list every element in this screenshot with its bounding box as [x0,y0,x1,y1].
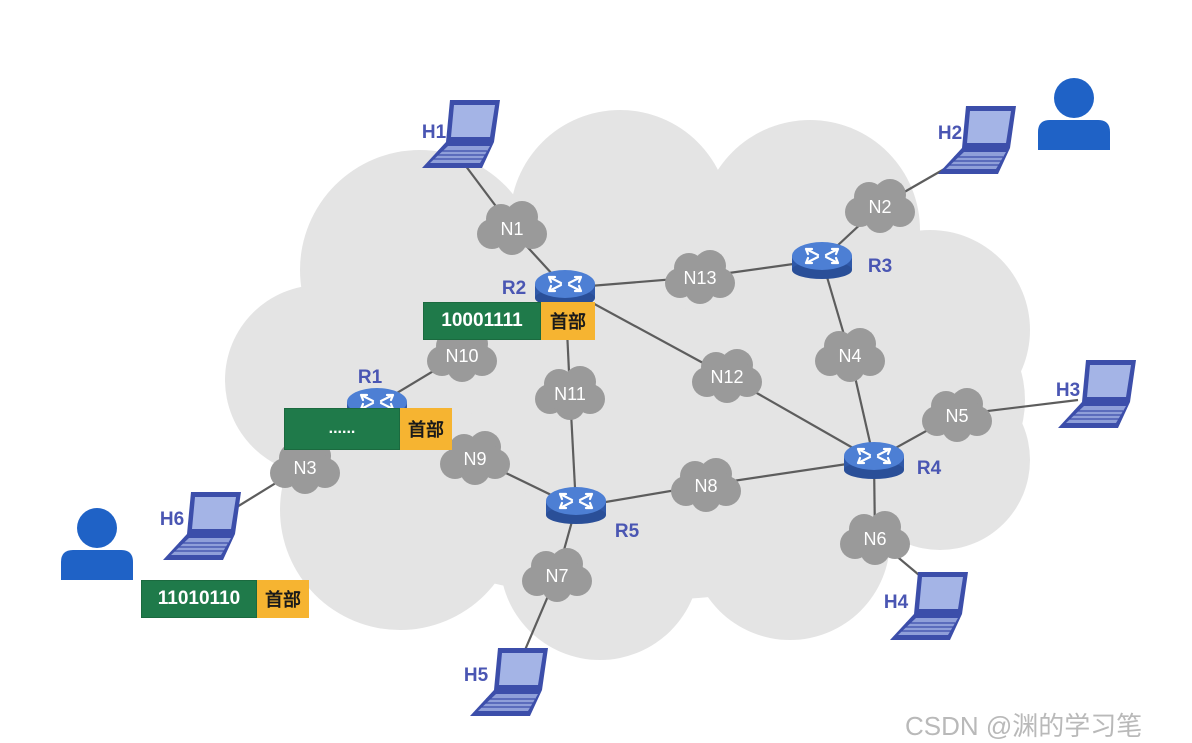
network-cloud-n1: N1 [477,201,547,255]
network-cloud-n6: N6 [840,511,910,565]
router-r2: R2 [502,268,597,309]
watermark: CSDN @渊的学习笔 [905,711,1143,741]
network-cloud-n3: N3 [270,440,340,494]
host-label: H2 [938,123,962,144]
host-label: H1 [422,122,447,143]
packet-data: 10001111 [423,302,541,340]
router-r3: R3 [790,240,892,281]
network-label: N13 [683,268,716,288]
network-label: N8 [694,476,717,496]
host-h4: H4 [884,571,969,641]
network-cloud-n10: N10 [427,328,497,382]
packet-r2: 10001111 首部 [423,302,595,340]
packet-header: 首部 [400,408,452,450]
host-h6: H6 [160,491,242,561]
network-diagram: N1 N2 N3 N4 N5 N6 N7 N8 N9 N10 N11 N12 N… [61,78,1137,717]
network-label: N10 [445,346,478,366]
network-label: N12 [710,367,743,387]
network-cloud-n7: N7 [522,548,592,602]
network-label: N7 [545,566,568,586]
router-label: R5 [615,521,640,542]
network-label: N11 [554,384,586,404]
router-r5: R5 [544,485,640,542]
router-r4: R4 [842,440,942,481]
host-h2: H2 [937,105,1017,175]
packet-header: 首部 [257,580,309,618]
host-label: H4 [884,592,909,613]
host-label: H3 [1056,380,1080,401]
host-h3: H3 [1056,359,1137,429]
network-label: N5 [945,406,968,426]
packet-data: ...... [284,408,400,450]
host-h5: H5 [464,647,549,717]
network-cloud-n9: N9 [440,431,510,485]
network-cloud-n5: N5 [922,388,992,442]
network-cloud-n13: N13 [665,250,735,304]
router-label: R2 [502,278,526,299]
router-label: R3 [868,256,892,277]
packet-h6: 11010110 首部 [141,580,309,618]
packet-r1: ...... 首部 [284,408,452,450]
internet-cloud [225,110,1030,660]
network-label: N2 [868,197,891,217]
host-h1: H1 [421,99,501,169]
network-cloud-n4: N4 [815,328,885,382]
packet-data: 11010110 [141,580,257,618]
network-cloud-n11: N11 [535,366,605,420]
router-r1: R1 [345,367,409,427]
network-label: N4 [838,346,861,366]
network-label: N1 [500,219,523,239]
user-icon-top-right [1038,78,1110,150]
router-label: R1 [358,367,383,388]
network-label: N9 [463,449,486,469]
host-label: H5 [464,665,489,686]
network-cloud-n8: N8 [671,458,741,512]
network-label: N6 [863,529,886,549]
host-label: H6 [160,509,184,530]
router-label: R4 [917,458,942,479]
network-cloud-n12: N12 [692,349,762,403]
user-icon-bottom-left [61,508,133,580]
packet-header: 首部 [541,302,595,340]
network-cloud-n2: N2 [845,179,915,233]
network-label: N3 [293,458,316,478]
